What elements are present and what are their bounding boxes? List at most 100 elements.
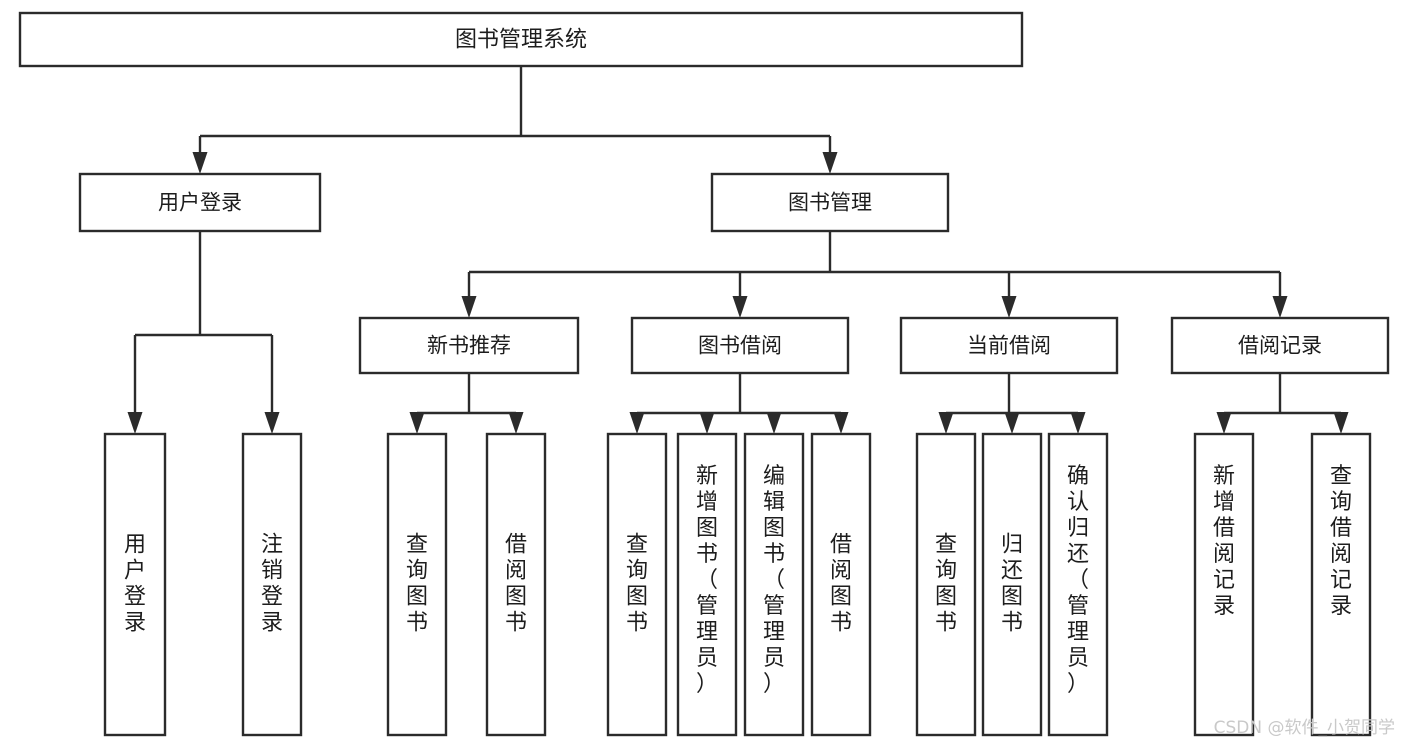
leaf-label-char: 登 — [124, 585, 146, 610]
leaf-label-char: 图 — [696, 516, 718, 541]
leaf-label-char: 管 — [696, 594, 718, 619]
level3-新书推荐[interactable]: 新书推荐 — [358, 316, 580, 375]
leaf-label-char: 询 — [935, 559, 957, 584]
leaf-label-char: 图 — [763, 516, 785, 541]
mgr-to-图书借阅-arrowhead — [732, 296, 748, 318]
root-图书管理系统[interactable]: 图书管理系统 — [18, 11, 1024, 68]
leaf-label-char: 理 — [763, 620, 785, 645]
leaf-label-char: 管 — [1067, 594, 1089, 619]
leaf-label-char: 注 — [261, 533, 283, 558]
node-label: 图书管理系统 — [455, 28, 587, 53]
leaf-label-char: 认 — [1067, 490, 1089, 515]
node-rect — [1047, 432, 1109, 737]
leaf-label-char: 书 — [1001, 611, 1023, 636]
login-to-用户登录-arrowhead — [127, 412, 143, 434]
level3-借阅记录[interactable]: 借阅记录 — [1170, 316, 1390, 375]
leaf-label-char: 录 — [124, 611, 146, 636]
leaf-label-char: 借 — [1330, 516, 1352, 541]
leaf-label-char: 书 — [763, 542, 785, 567]
leaf-label-char: ） — [696, 672, 718, 697]
leaf-label-char: 还 — [1067, 542, 1089, 567]
node-label: 当前借阅 — [967, 334, 1051, 358]
leaf-label-char: 图 — [505, 585, 527, 610]
node-rect — [743, 432, 805, 737]
leaf-label-char: 员 — [763, 646, 785, 671]
level3-当前借阅[interactable]: 当前借阅 — [899, 316, 1119, 375]
leaf-label-char: （ — [1067, 568, 1089, 593]
leaf-label-char: 图 — [1001, 585, 1023, 610]
mgr-to-借阅记录-arrowhead — [1272, 296, 1288, 318]
图书借阅-to-新增图书管理员-arrowhead — [699, 412, 715, 434]
node-layer: 图书管理系统用户登录图书管理新书推荐图书借阅当前借阅借阅记录用户登录注销登录查询… — [18, 11, 1390, 737]
leaf-label-char: 记 — [1330, 568, 1352, 593]
leaf-label-char: 书 — [696, 542, 718, 567]
node-rect — [606, 432, 668, 737]
图书借阅-to-借阅图书-arrowhead — [833, 412, 849, 434]
借阅记录-to-查询借阅记录-arrowhead — [1333, 412, 1349, 434]
leaf-label-char: 书 — [626, 611, 648, 636]
当前借阅-to-归还图书-arrowhead — [1004, 412, 1020, 434]
node-rect — [630, 316, 850, 375]
leaf-label-char: 图 — [935, 585, 957, 610]
图书借阅-to-编辑图书管理员-arrowhead — [766, 412, 782, 434]
connector-layer — [127, 66, 1349, 434]
新书推荐-to-借阅图书-arrowhead — [508, 412, 524, 434]
leaf-label-char: 新 — [1213, 464, 1235, 489]
leaf-label-char: 辑 — [763, 490, 785, 515]
当前借阅-to-确认归还管理员-arrowhead — [1070, 412, 1086, 434]
leaf-label-char: 增 — [696, 490, 718, 515]
leaf-label-char: 借 — [505, 533, 527, 558]
node-rect — [710, 172, 950, 233]
图书借阅-to-查询图书-arrowhead — [629, 412, 645, 434]
leaf-label-char: 理 — [696, 620, 718, 645]
leaf-label-char: 确 — [1067, 464, 1089, 489]
csdn-watermark: CSDN @软件_小贺同学 — [1214, 718, 1395, 738]
root-to-用户登录-arrowhead — [192, 152, 208, 174]
leaf-label-char: 录 — [1330, 594, 1352, 619]
leaf-label-char: 查 — [1330, 464, 1352, 489]
mgr-to-当前借阅-arrowhead — [1001, 296, 1017, 318]
leaf-label-char: 书 — [406, 611, 428, 636]
leaf-label-char: 询 — [406, 559, 428, 584]
level2-用户登录[interactable]: 用户登录 — [78, 172, 322, 233]
node-label: 借阅记录 — [1238, 334, 1322, 358]
level3-图书借阅[interactable]: 图书借阅 — [630, 316, 850, 375]
leaf-label-char: 记 — [1213, 568, 1235, 593]
借阅记录-to-新增借阅记录-arrowhead — [1216, 412, 1232, 434]
leaf-label-char: 阅 — [1330, 542, 1352, 567]
leaf-label-char: 录 — [1213, 594, 1235, 619]
leaf-label-char: ） — [1067, 672, 1089, 697]
leaf-label-char: 员 — [696, 646, 718, 671]
当前借阅-to-查询图书-arrowhead — [938, 412, 954, 434]
node-rect — [1193, 432, 1255, 737]
leaf-label-char: 查 — [626, 533, 648, 558]
node-rect — [78, 172, 322, 233]
leaf-label-char: 阅 — [830, 559, 852, 584]
leaf-label-char: 查 — [935, 533, 957, 558]
level2-图书管理[interactable]: 图书管理 — [710, 172, 950, 233]
leaf-label-char: 借 — [1213, 516, 1235, 541]
leaf-label-char: 借 — [830, 533, 852, 558]
node-rect — [1170, 316, 1390, 375]
node-label: 图书借阅 — [698, 334, 782, 358]
leaf-用户登录[interactable]: 用户登录 — [103, 432, 167, 737]
node-rect — [485, 432, 547, 737]
node-rect — [241, 432, 303, 737]
leaf-label-char: （ — [696, 568, 718, 593]
leaf-label-char: 户 — [124, 559, 146, 584]
leaf-label-char: 图 — [406, 585, 428, 610]
node-rect — [676, 432, 738, 737]
